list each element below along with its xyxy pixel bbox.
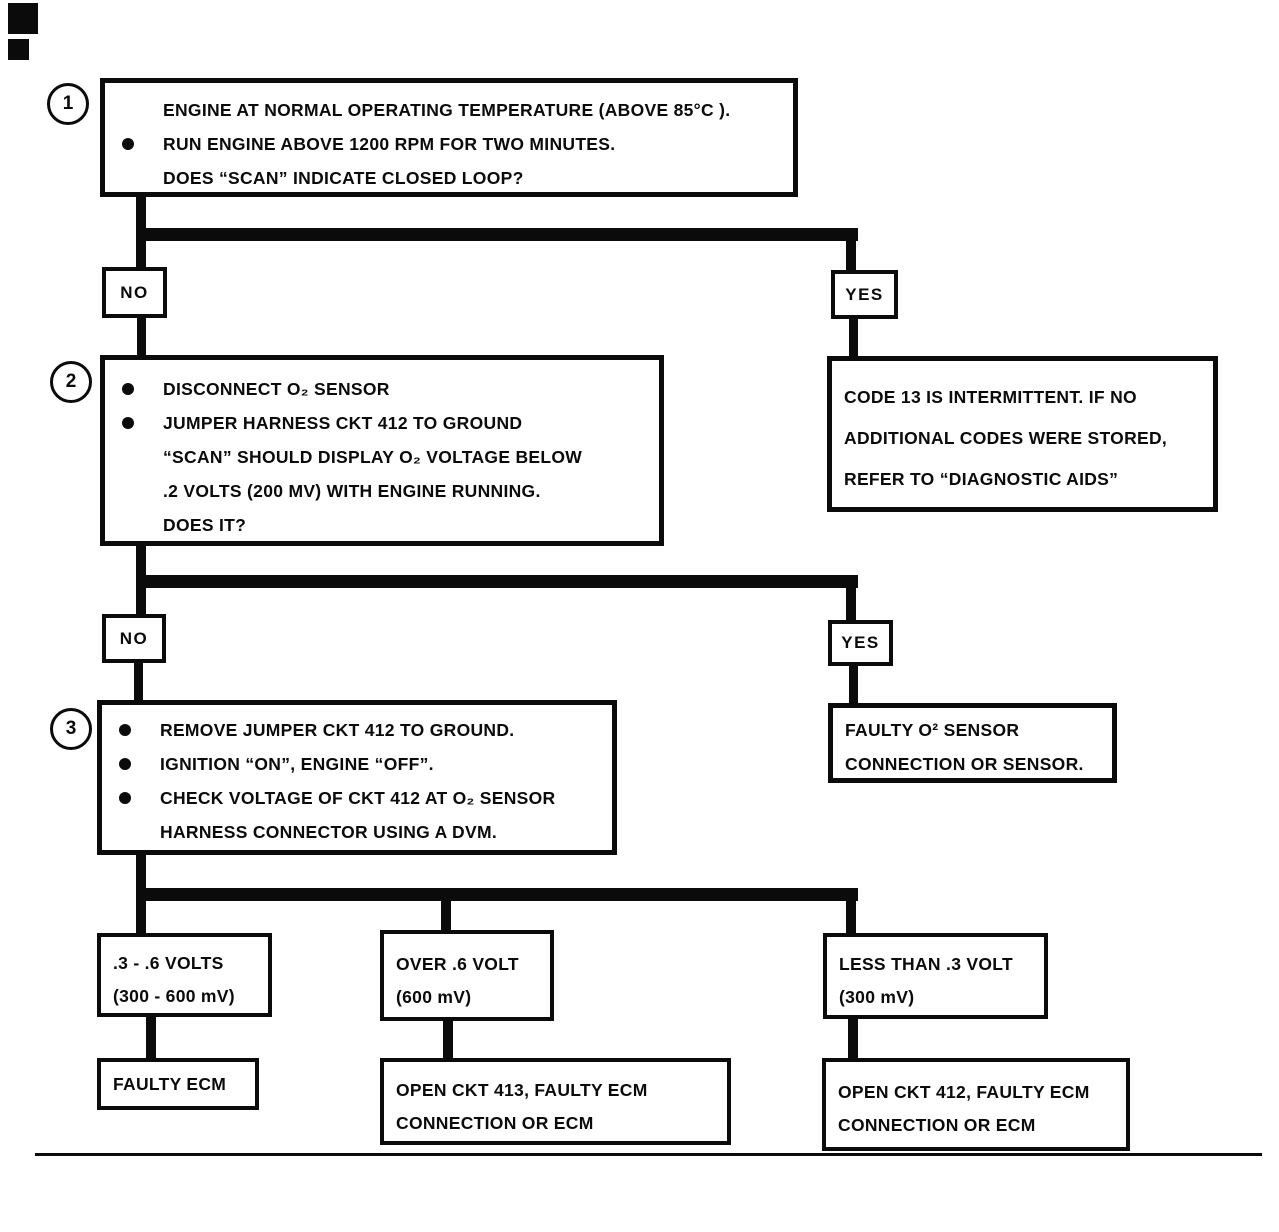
page-divider: [35, 1153, 1262, 1156]
step1-line: DOES “SCAN” INDICATE CLOSED LOOP?: [163, 168, 524, 188]
no-label: NO: [119, 628, 149, 648]
volt-mid-line: .3 - .6 VOLTS: [113, 953, 224, 973]
faulty-sensor-line: FAULTY O² SENSOR: [845, 720, 1020, 740]
connector-line: [136, 888, 858, 901]
open-412-line: OPEN CKT 412, FAULTY ECM: [838, 1082, 1090, 1102]
faulty-ecm-label: FAULTY ECM: [113, 1073, 227, 1094]
code13-line: ADDITIONAL CODES WERE STORED,: [844, 428, 1168, 448]
no-label: NO: [120, 282, 149, 302]
volt-over-box: OVER .6 VOLT (600 mV): [380, 930, 554, 1021]
bullet-icon: [122, 138, 134, 150]
step3-line: IGNITION “ON”, ENGINE “OFF”.: [102, 747, 612, 781]
connector-line: [849, 664, 858, 703]
code13-result-box: CODE 13 IS INTERMITTENT. IF NO ADDITIONA…: [827, 356, 1218, 512]
step-circle-1: 1: [47, 83, 89, 125]
connector-line: [136, 228, 858, 241]
connector-line: [134, 661, 143, 700]
code13-line: CODE 13 IS INTERMITTENT. IF NO: [844, 387, 1137, 407]
scan-artifact-mark: [8, 3, 38, 34]
decision1-no-box: NO: [102, 267, 167, 318]
step3-line: REMOVE JUMPER CKT 412 TO GROUND.: [102, 713, 612, 747]
connector-line: [848, 1017, 858, 1058]
step2-line: .2 VOLTS (200 MV) WITH ENGINE RUNNING.: [163, 481, 541, 501]
decision2-no-box: NO: [102, 614, 166, 663]
open-413-result-box: OPEN CKT 413, FAULTY ECM CONNECTION OR E…: [380, 1058, 731, 1145]
volt-less-line: (300 mV): [839, 987, 915, 1007]
step-number: 1: [62, 93, 74, 114]
bullet-icon: [119, 758, 131, 770]
step1-line: ENGINE AT NORMAL OPERATING TEMPERATURE (…: [163, 100, 731, 120]
scan-artifact-mark: [8, 39, 29, 60]
step2-line: DOES IT?: [163, 515, 247, 535]
faulty-ecm-result-box: FAULTY ECM: [97, 1058, 259, 1110]
step2-line: “SCAN” SHOULD DISPLAY O₂ VOLTAGE BELOW: [163, 447, 583, 467]
faulty-sensor-result-box: FAULTY O² SENSOR CONNECTION OR SENSOR.: [828, 703, 1117, 783]
step-circle-2: 2: [50, 361, 92, 403]
volt-mid-box: .3 - .6 VOLTS (300 - 600 mV): [97, 933, 272, 1017]
step1-line: RUN ENGINE ABOVE 1200 RPM FOR TWO MINUTE…: [105, 127, 793, 161]
step-number: 2: [65, 371, 77, 392]
step-number: 3: [65, 718, 77, 739]
bullet-icon: [122, 417, 134, 429]
bullet-icon: [122, 383, 134, 395]
step1-box: ENGINE AT NORMAL OPERATING TEMPERATURE (…: [100, 78, 798, 197]
connector-line: [846, 575, 856, 620]
faulty-sensor-line: CONNECTION OR SENSOR.: [845, 754, 1084, 774]
bullet-icon: [119, 792, 131, 804]
step2-line: DISCONNECT O₂ SENSOR: [105, 372, 659, 406]
open-412-result-box: OPEN CKT 412, FAULTY ECM CONNECTION OR E…: [822, 1058, 1130, 1151]
code13-line: REFER TO “DIAGNOSTIC AIDS”: [844, 469, 1119, 489]
yes-label: YES: [841, 633, 880, 652]
volt-mid-line: (300 - 600 mV): [113, 986, 235, 1006]
bullet-icon: [119, 724, 131, 736]
volt-less-box: LESS THAN .3 VOLT (300 mV): [823, 933, 1048, 1019]
connector-line: [146, 1015, 156, 1058]
step3-box: REMOVE JUMPER CKT 412 TO GROUND. IGNITIO…: [97, 700, 617, 855]
volt-less-line: LESS THAN .3 VOLT: [839, 954, 1013, 974]
connector-line: [846, 228, 856, 270]
step3-line: HARNESS CONNECTOR USING A DVM.: [160, 822, 497, 842]
connector-line: [136, 575, 858, 588]
decision2-yes-box: YES: [828, 620, 893, 666]
step2-line: JUMPER HARNESS CKT 412 TO GROUND: [105, 406, 659, 440]
volt-over-line: OVER .6 VOLT: [396, 954, 519, 974]
step3-line: CHECK VOLTAGE OF CKT 412 AT O₂ SENSOR: [102, 781, 612, 815]
open-412-line: CONNECTION OR ECM: [838, 1115, 1036, 1135]
yes-label: YES: [845, 284, 884, 304]
connector-line: [443, 1019, 453, 1058]
connector-line: [441, 888, 451, 930]
step-circle-3: 3: [50, 708, 92, 750]
open-413-line: OPEN CKT 413, FAULTY ECM: [396, 1080, 648, 1100]
step2-box: DISCONNECT O₂ SENSOR JUMPER HARNESS CKT …: [100, 355, 664, 546]
volt-over-line: (600 mV): [396, 987, 472, 1007]
connector-line: [137, 316, 146, 356]
open-413-line: CONNECTION OR ECM: [396, 1113, 594, 1133]
connector-line: [846, 888, 856, 933]
decision1-yes-box: YES: [831, 270, 898, 319]
connector-line: [849, 317, 858, 357]
